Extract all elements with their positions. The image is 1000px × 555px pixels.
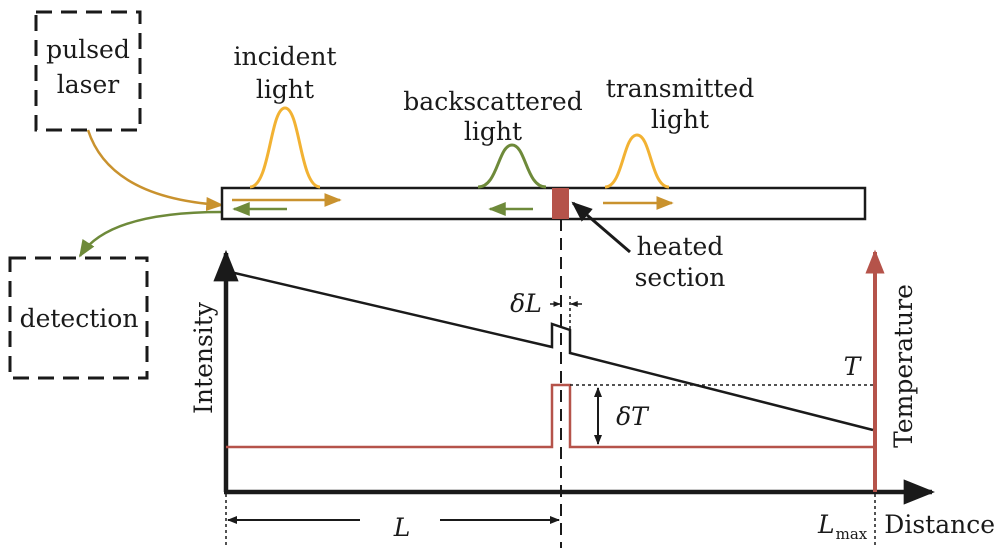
- transmitted-light-label-line1: transmitted: [606, 74, 754, 103]
- delta-t-label: δT: [616, 402, 650, 431]
- detection-box: [8, 256, 149, 380]
- incident-light-label-line2: light: [256, 75, 314, 104]
- l-max-base: L: [817, 510, 835, 539]
- heated-section-pointer: [571, 201, 631, 254]
- backscattered-pulse: [477, 143, 547, 189]
- intensity-trace: [225, 269, 874, 432]
- incident-pulse: [249, 106, 321, 189]
- heated-section-label-line2: section: [635, 263, 726, 292]
- transmitted-pulse: [604, 133, 670, 189]
- pulsed-laser-box: [34, 10, 142, 132]
- distance-axis-label: Distance: [884, 510, 995, 539]
- backscattered-light-label-line2: light: [464, 117, 522, 146]
- backscattered-light-label-line1: backscattered: [403, 87, 582, 116]
- temperature-value-label: T: [844, 352, 863, 381]
- heated-section-block: [552, 188, 569, 219]
- l-max-label: Lmax: [817, 510, 868, 543]
- heated-section-label-line1: heated: [637, 232, 724, 261]
- detection-label: detection: [20, 304, 139, 333]
- delta-l-label: δL: [510, 289, 542, 318]
- temperature-trace: [226, 383, 873, 449]
- fiber-to-detection-arrow: [78, 210, 223, 258]
- optical-fiber: [220, 186, 867, 221]
- l-max-subscript: max: [836, 525, 868, 543]
- temperature-axis-label: Temperature: [889, 284, 918, 448]
- pulsed-laser-label-line1: pulsed: [46, 35, 130, 64]
- transmitted-light-label-line2: light: [651, 105, 709, 134]
- pulsed-laser-label-line2: laser: [57, 70, 120, 99]
- incident-light-label-line1: incident: [233, 42, 336, 71]
- l-dimension-label: L: [393, 513, 411, 542]
- laser-to-fiber-arrow: [86, 129, 224, 211]
- intensity-axis-label: Intensity: [189, 301, 218, 414]
